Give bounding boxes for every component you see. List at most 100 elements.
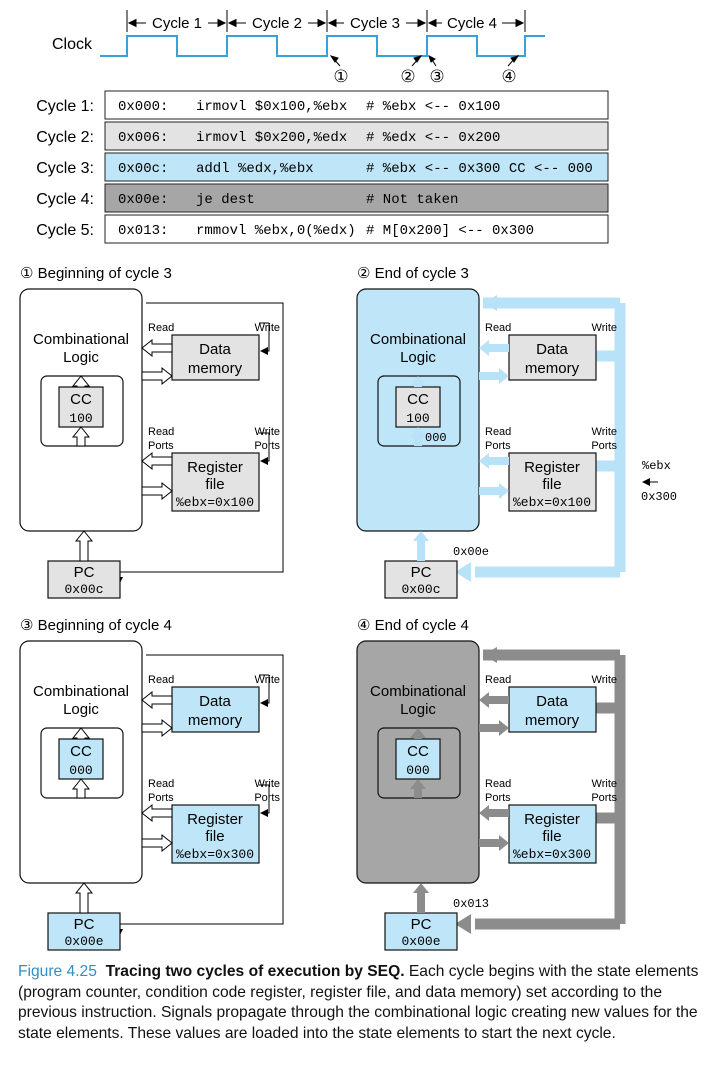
register-file-label: Register bbox=[187, 811, 243, 828]
signal-arrow bbox=[479, 453, 509, 469]
trace-comment: # Not taken bbox=[366, 192, 458, 208]
reg-write-label: Write bbox=[255, 426, 280, 438]
signal-arrow bbox=[413, 883, 429, 913]
memory-label: memory bbox=[525, 712, 580, 729]
logic-label: Logic bbox=[63, 349, 99, 366]
trace-comment: # %ebx <-- 0x100 bbox=[366, 99, 500, 115]
signal-arrow bbox=[141, 338, 173, 358]
reg-read-label: Read bbox=[485, 778, 511, 790]
signal-arrow bbox=[479, 368, 509, 384]
condition-code-register bbox=[58, 738, 104, 780]
pc-value: 0x00c bbox=[401, 582, 440, 597]
memory-write-wire bbox=[260, 323, 270, 355]
trace-cycle-label: Cycle 2: bbox=[36, 129, 94, 146]
clock-diagram: Clock Cycle 1 Cycle 2 Cycle 3 Cycle 4 ① bbox=[52, 10, 545, 86]
cc-label: CC bbox=[407, 743, 429, 760]
register-write-wire bbox=[260, 785, 270, 817]
reg-write-label: Write bbox=[592, 426, 617, 438]
cc-label: CC bbox=[70, 743, 92, 760]
memory-write-wire bbox=[260, 675, 270, 707]
reg-write-label: Ports bbox=[254, 440, 280, 452]
signal-arrow bbox=[74, 882, 94, 914]
state-panel-3: ③ Beginning of cycle 4CombinationalLogic… bbox=[19, 617, 284, 951]
trace-row-3: Cycle 3: 0x00c: addl %edx,%ebx # %ebx <-… bbox=[36, 152, 609, 182]
pc-box bbox=[47, 912, 121, 951]
cycle-2-label: Cycle 2 bbox=[252, 15, 302, 32]
pc-update-arrowhead bbox=[455, 914, 471, 934]
cycle-1-label: Cycle 1 bbox=[152, 15, 202, 32]
memory-label: Data bbox=[199, 693, 231, 710]
figure-title: Tracing two cycles of execution by SEQ. bbox=[105, 963, 405, 980]
trace-comment: # %ebx <-- 0x300 CC <-- 000 bbox=[366, 161, 593, 177]
marker-3: ③ bbox=[429, 67, 444, 86]
signal-arrow bbox=[71, 426, 91, 447]
reg-read-label: Read bbox=[485, 426, 511, 438]
pc-value: 0x00e bbox=[401, 934, 440, 949]
cc-label: CC bbox=[70, 391, 92, 408]
signal-arrow bbox=[141, 718, 173, 738]
memory-label: memory bbox=[188, 360, 243, 377]
register-file-box bbox=[508, 804, 597, 864]
figure-caption: Figure 4.25 Tracing two cycles of execut… bbox=[18, 962, 714, 1044]
trace-instruction: addl %edx,%ebx bbox=[196, 161, 314, 177]
clock-label: Clock bbox=[52, 36, 93, 53]
register-file-label: Register bbox=[524, 811, 580, 828]
signal-arrow bbox=[479, 340, 509, 356]
logic-label: Combinational bbox=[370, 683, 466, 700]
signal-arrow bbox=[74, 530, 94, 562]
trace-row-5: Cycle 5: 0x013: rmmovl %ebx,0(%edx) # M[… bbox=[36, 214, 609, 244]
state-panel-2: ② End of cycle 3CombinationalLogicCC1000… bbox=[356, 265, 677, 599]
reg-read-label: Read bbox=[148, 426, 174, 438]
pc-write-wire bbox=[115, 893, 284, 937]
reg-read-label: Ports bbox=[148, 440, 174, 452]
trace-address: 0x006: bbox=[118, 130, 168, 146]
logic-label: Logic bbox=[63, 701, 99, 718]
memory-write-label: Write bbox=[592, 674, 617, 686]
signal-arrow bbox=[141, 481, 173, 501]
state-panel-1: ① Beginning of cycle 3CombinationalLogic… bbox=[19, 265, 284, 599]
data-memory-box bbox=[508, 334, 597, 381]
trace-row-4: Cycle 4: 0x00e: je dest # Not taken bbox=[36, 183, 609, 213]
reg-write-label: Ports bbox=[254, 792, 280, 804]
cc-value: 000 bbox=[69, 763, 92, 778]
logic-label: Logic bbox=[400, 349, 436, 366]
register-value: %ebx=0x100 bbox=[176, 495, 254, 510]
reg-write-label: Ports bbox=[591, 440, 617, 452]
trace-cycle-label: Cycle 3: bbox=[36, 160, 94, 177]
pc-label: PC bbox=[411, 916, 432, 933]
signal-arrow bbox=[413, 531, 429, 561]
pc-write-wire bbox=[115, 541, 284, 585]
signal-arrow bbox=[479, 805, 509, 821]
logic-label: Combinational bbox=[33, 331, 129, 348]
signal-arrow bbox=[410, 779, 426, 798]
figure-number: Figure 4.25 bbox=[18, 963, 97, 980]
reg-read-label: Read bbox=[148, 778, 174, 790]
figure-text: Each cycle begins with the state element… bbox=[18, 963, 699, 1042]
trace-row-2: Cycle 2: 0x006: irmovl $0x200,%edx # %ed… bbox=[36, 121, 609, 151]
write-back-wire bbox=[146, 302, 284, 541]
register-value: %ebx=0x100 bbox=[513, 495, 591, 510]
memory-read-label: Read bbox=[485, 322, 511, 334]
data-memory-box bbox=[171, 334, 260, 381]
signal-arrow bbox=[479, 483, 509, 499]
pc-label: PC bbox=[74, 916, 95, 933]
trace-address: 0x013: bbox=[118, 223, 168, 239]
memory-write-label: Write bbox=[592, 322, 617, 334]
signal-arrow bbox=[410, 728, 426, 739]
register-value: %ebx=0x300 bbox=[513, 847, 591, 862]
trace-instruction: irmovl $0x100,%ebx bbox=[196, 99, 347, 115]
register-value: %ebx=0x300 bbox=[176, 847, 254, 862]
trace-instruction: irmovl $0x200,%edx bbox=[196, 130, 347, 146]
trace-cycle-label: Cycle 5: bbox=[36, 222, 94, 239]
memory-read-label: Read bbox=[485, 674, 511, 686]
reg-write-label: Ports bbox=[591, 792, 617, 804]
pc-label: PC bbox=[74, 564, 95, 581]
pc-box bbox=[384, 560, 458, 599]
memory-read-label: Read bbox=[148, 674, 174, 686]
cc-value: 000 bbox=[406, 763, 429, 778]
pc-update-arrowhead bbox=[455, 562, 471, 582]
register-file-box bbox=[171, 452, 260, 512]
signal-arrow bbox=[479, 835, 509, 851]
write-register-value: 0x300 bbox=[641, 490, 677, 504]
trace-cycle-label: Cycle 4: bbox=[36, 191, 94, 208]
